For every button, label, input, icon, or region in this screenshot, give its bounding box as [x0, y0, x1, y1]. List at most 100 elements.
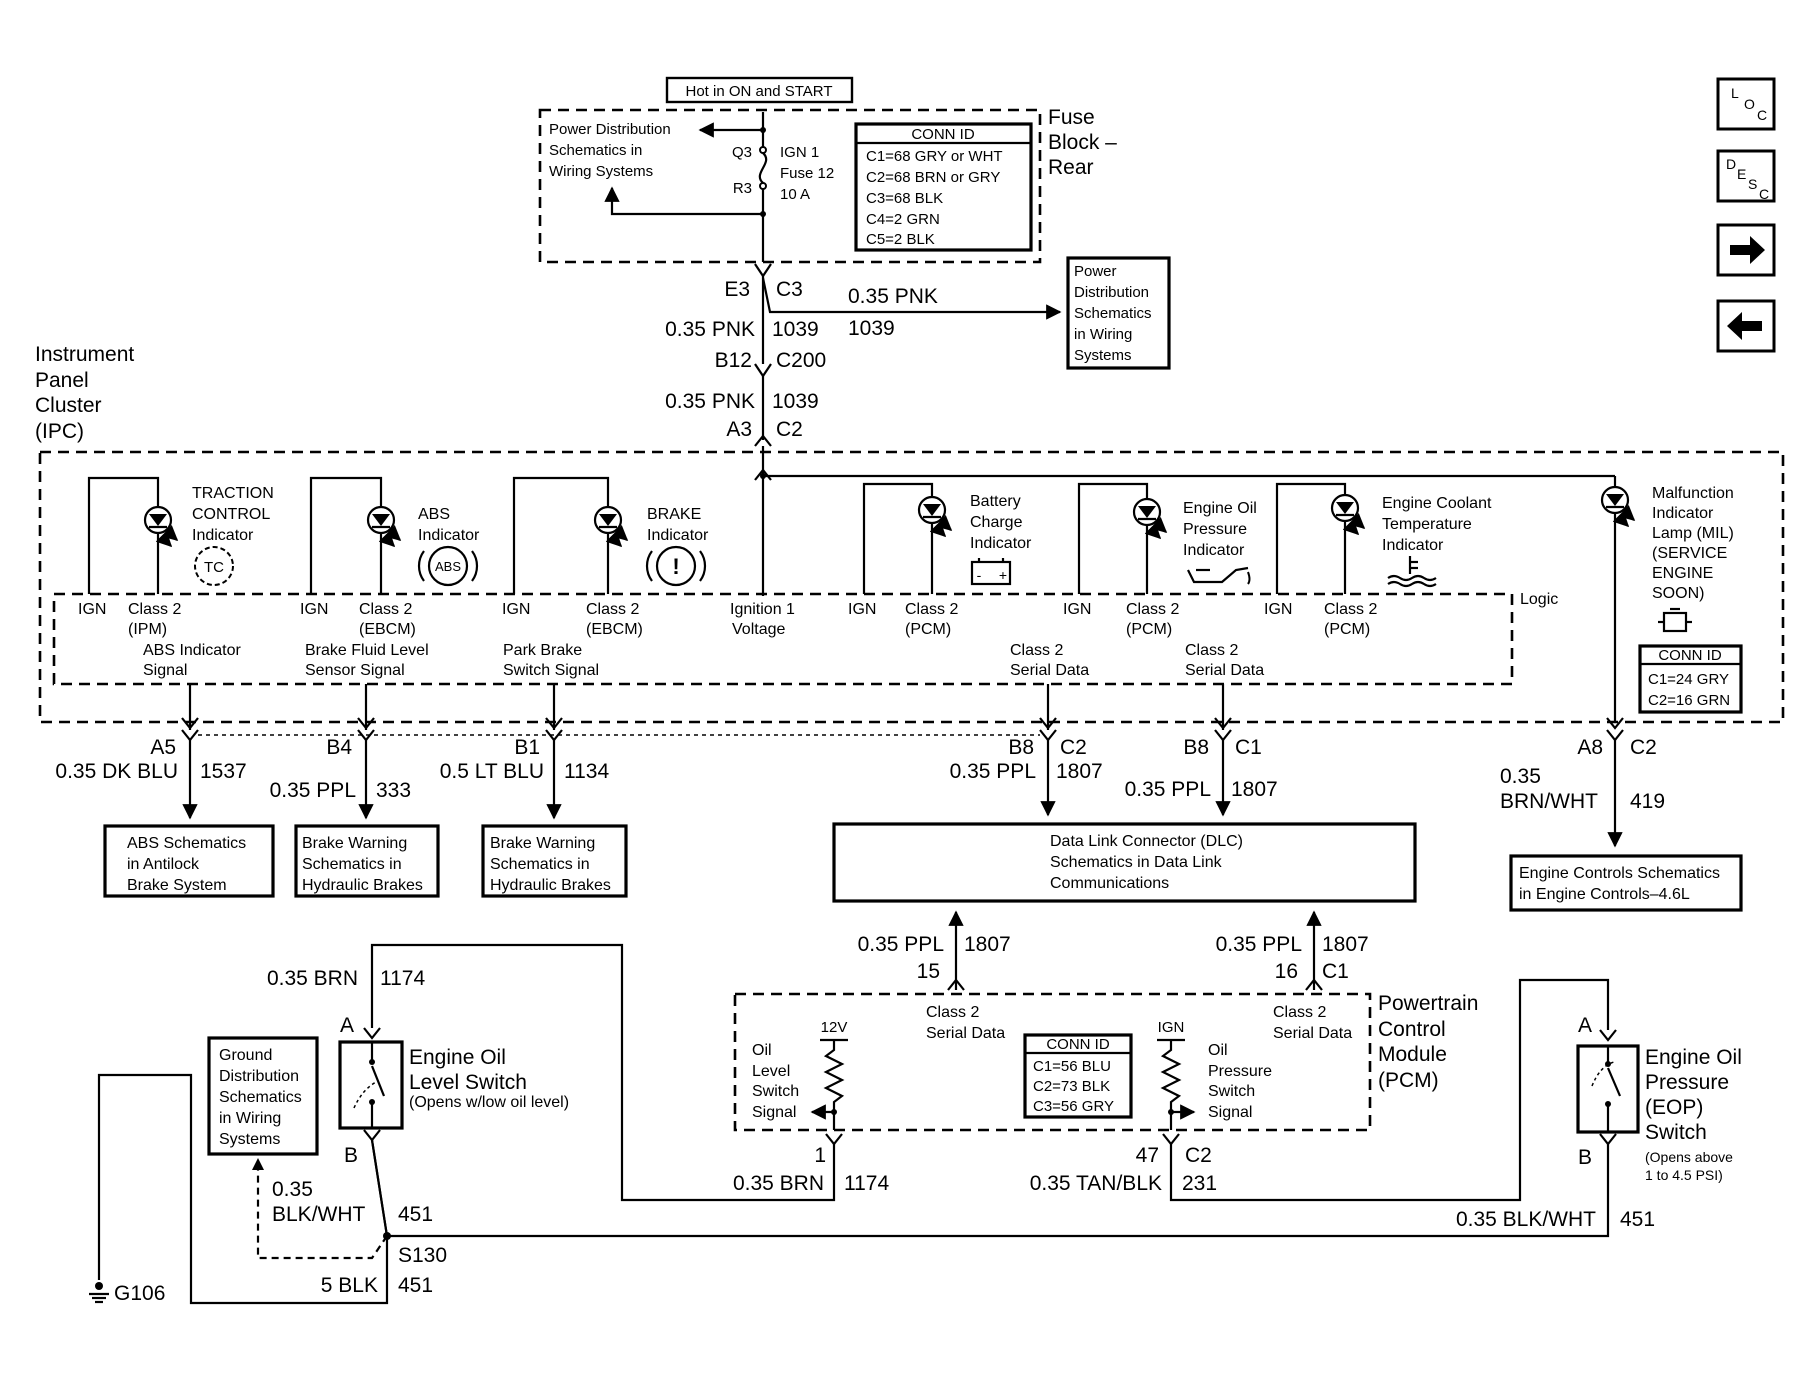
svg-text:Oil: Oil: [1208, 1042, 1228, 1059]
svg-text:0.5 LT BLU: 0.5 LT BLU: [440, 760, 544, 783]
mil-conn-c2: C2=16 GRN: [1648, 692, 1730, 709]
arrow-left-icon: [1727, 312, 1762, 340]
pcm-dlc-labels: 0.35 PPL 1807 15 0.35 PPL 1807 16 C1: [858, 933, 1369, 983]
svg-text:(IPM): (IPM): [128, 621, 167, 638]
svg-text:Class 2: Class 2: [1273, 1004, 1326, 1021]
c3-label: C3: [776, 278, 803, 301]
svg-text:Class 2: Class 2: [905, 601, 958, 618]
svg-text:Schematics in: Schematics in: [490, 856, 590, 873]
svg-text:Switch: Switch: [1645, 1121, 1707, 1144]
svg-text:Signal: Signal: [1208, 1104, 1252, 1121]
svg-text:Voltage: Voltage: [732, 621, 785, 638]
svg-text:Pressure: Pressure: [1645, 1071, 1729, 1094]
svg-text:Class 2: Class 2: [1324, 601, 1377, 618]
svg-text:Charge: Charge: [970, 514, 1023, 531]
junction-dot: [1168, 1109, 1174, 1115]
svg-text:Power: Power: [1074, 263, 1117, 280]
svg-text:15: 15: [917, 960, 940, 983]
prev-button[interactable]: [1716, 299, 1776, 353]
svg-text:Switch: Switch: [752, 1083, 799, 1100]
svg-text:Switch: Switch: [1208, 1083, 1255, 1100]
g106-label: G106: [114, 1282, 165, 1305]
feed-wire-2-color: 0.35 PNK: [665, 390, 755, 413]
switch-icon: [353, 1042, 386, 1128]
eop-ground-wire: [387, 1144, 1610, 1238]
a3-label: A3: [726, 418, 752, 441]
tc-symbol-text: TC: [204, 559, 224, 576]
svg-text:1807: 1807: [964, 933, 1011, 956]
fuse-block-outline: [538, 108, 1042, 264]
hot-in-label-box: [665, 76, 854, 104]
fuse-terminal: [759, 182, 767, 190]
svg-text:Brake Warning: Brake Warning: [302, 835, 407, 852]
svg-text:SOON): SOON): [1652, 585, 1704, 602]
svg-text:Schematics in Data Link: Schematics in Data Link: [1050, 854, 1223, 871]
svg-text:Engine Coolant: Engine Coolant: [1382, 495, 1492, 512]
svg-text:B4: B4: [326, 736, 352, 759]
svg-text:Indicator: Indicator: [192, 527, 254, 544]
svg-text:Level: Level: [752, 1063, 790, 1080]
svg-text:1174: 1174: [380, 967, 425, 990]
svg-text:419: 419: [1630, 790, 1665, 813]
loc-icon: L O C: [1731, 85, 1767, 123]
svg-text:Schematics in: Schematics in: [302, 856, 402, 873]
svg-text:Engine Oil: Engine Oil: [1183, 500, 1257, 517]
feed-wire-color: 0.35 PNK: [665, 318, 755, 341]
svg-text:Pressure: Pressure: [1183, 521, 1247, 538]
connector-a3: [754, 434, 772, 447]
ground-icon: [89, 1282, 109, 1304]
svg-text:Power Distribution: Power Distribution: [549, 121, 671, 138]
svg-text:Engine Oil: Engine Oil: [1645, 1046, 1742, 1069]
svg-text:0.35 BRN: 0.35 BRN: [733, 1172, 824, 1195]
mil-conn-c1: C1=24 GRY: [1648, 671, 1729, 688]
eop-conn-a: [1599, 1029, 1617, 1042]
battery-label: Battery Charge Indicator: [970, 493, 1032, 552]
svg-text:IGN: IGN: [848, 601, 876, 618]
svg-text:1807: 1807: [1231, 778, 1278, 801]
svg-text:A8: A8: [1577, 736, 1603, 759]
svg-text:C: C: [1757, 107, 1767, 123]
svg-text:TRACTION: TRACTION: [192, 485, 274, 502]
svg-text:0.35 DK BLU: 0.35 DK BLU: [55, 760, 178, 783]
svg-text:S: S: [1748, 176, 1757, 192]
fuse-block-name: Fuse Block – Rear: [1048, 106, 1117, 179]
svg-text:Distribution: Distribution: [219, 1068, 299, 1085]
pd-ref-box: [1066, 256, 1171, 370]
svg-text:(PCM): (PCM): [1324, 621, 1370, 638]
svg-text:1174: 1174: [844, 1172, 889, 1195]
battery-icon: - +: [970, 558, 1012, 586]
svg-text:Brake System: Brake System: [127, 877, 227, 894]
oil-level-sw-conn-a: [363, 1027, 381, 1040]
svg-text:E: E: [1737, 166, 1746, 182]
svg-text:Pressure: Pressure: [1208, 1063, 1272, 1080]
svg-text:C2: C2: [1060, 736, 1087, 759]
loc-button[interactable]: L O C: [1716, 77, 1776, 131]
svg-text:Serial Data: Serial Data: [1273, 1025, 1352, 1042]
svg-text:231: 231: [1182, 1172, 1217, 1195]
switch-icon: [1591, 1046, 1622, 1132]
svg-text:0.35 PPL: 0.35 PPL: [858, 933, 944, 956]
svg-text:Powertrain: Powertrain: [1378, 992, 1478, 1015]
junction-dot: [760, 127, 766, 133]
ipc-logic-labels: IGN Class 2 (IPM) ABS Indicator Signal I…: [78, 601, 1377, 679]
pullup-resistor-icon: [823, 1040, 845, 1130]
brake-warning-ref-1: [294, 824, 440, 898]
desc-button[interactable]: D E S C: [1716, 149, 1776, 203]
pd-wire-circuit: 1039: [848, 317, 895, 340]
svg-text:(Opens above: (Opens above: [1645, 1149, 1733, 1165]
svg-text:Malfunction: Malfunction: [1652, 485, 1734, 502]
next-button[interactable]: [1716, 223, 1776, 277]
engine-controls-ref-text: Engine Controls Schematics in Engine Con…: [1519, 865, 1720, 903]
desc-icon: D E S C: [1726, 156, 1769, 202]
svg-text:Ignition 1: Ignition 1: [730, 601, 795, 618]
svg-text:(EBCM): (EBCM): [359, 621, 416, 638]
svg-text:Instrument: Instrument: [35, 343, 134, 366]
svg-text:333: 333: [376, 779, 411, 802]
svg-text:451: 451: [398, 1203, 433, 1226]
svg-text:Park Brake: Park Brake: [503, 642, 582, 659]
brake-led-icon: [593, 505, 629, 548]
svg-text:Class 2: Class 2: [359, 601, 412, 618]
svg-text:1134: 1134: [564, 760, 609, 783]
pd-ref-fuse-block: Power Distribution Schematics in Wiring …: [549, 121, 671, 180]
